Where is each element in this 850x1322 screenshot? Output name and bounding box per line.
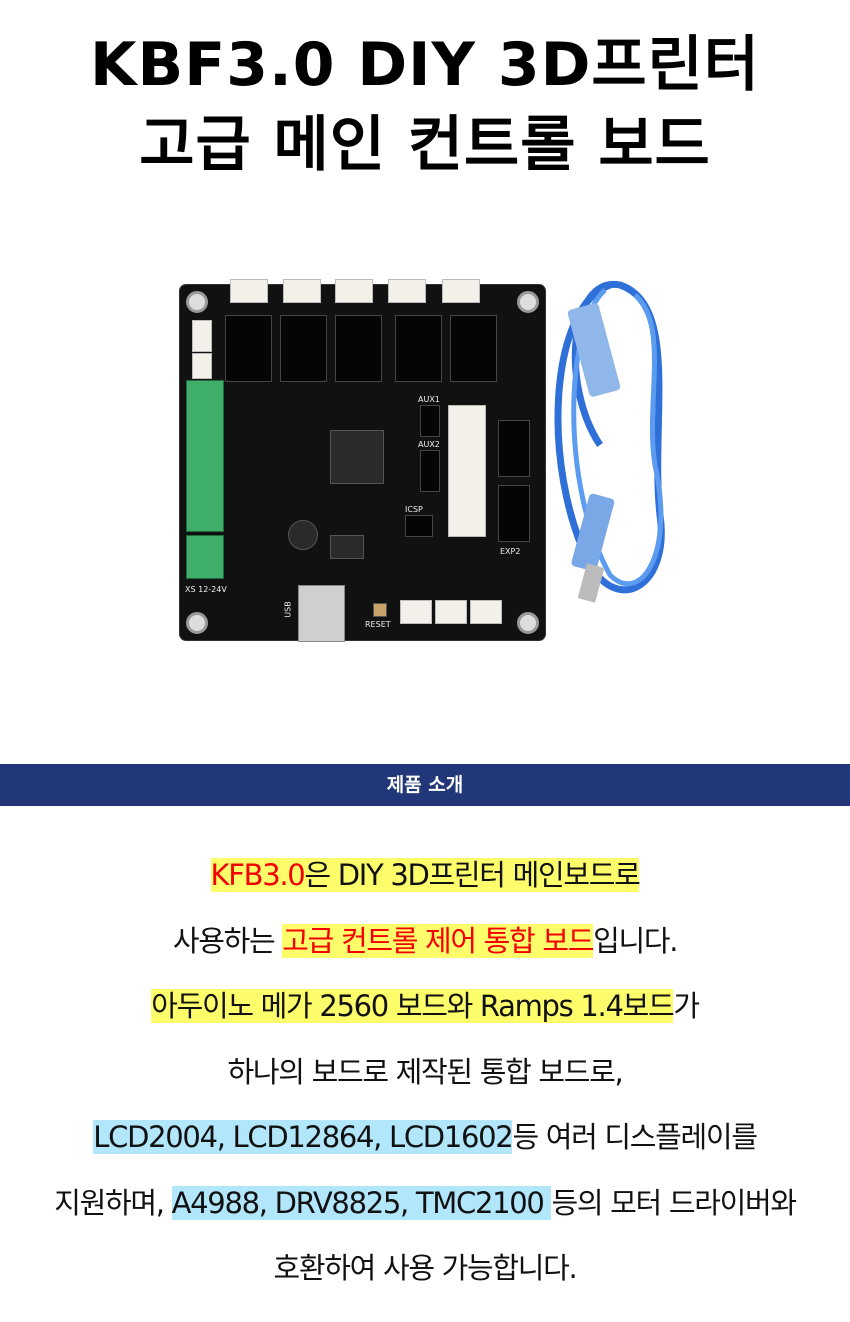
highlighted-text: 아두이노 메가 2560 보드와 Ramps 1.4보드 <box>151 989 675 1023</box>
section-banner: 제품 소개 <box>0 764 850 806</box>
description-line: 아두이노 메가 2560 보드와 Ramps 1.4보드가 <box>0 976 850 1042</box>
temp-connector <box>470 600 502 624</box>
driver-socket <box>395 315 442 382</box>
description-line: 하나의 보드로 제작된 통합 보드로, <box>0 1042 850 1108</box>
highlighted-text: 고급 컨트롤 제어 통합 보드 <box>282 923 594 958</box>
description-text: 사용하는 <box>172 923 283 958</box>
inductor <box>288 520 318 550</box>
exp1-header <box>498 420 530 477</box>
mount-hole <box>186 612 208 634</box>
mount-hole <box>517 612 539 634</box>
icsp-header <box>405 515 433 537</box>
driver-socket <box>335 315 382 382</box>
usb-port <box>298 585 345 642</box>
description-text: 지원하며, <box>54 1185 172 1220</box>
endstop-connector <box>192 353 212 379</box>
motor-connector <box>335 279 373 303</box>
reset-button <box>373 603 387 617</box>
page-title-line-2: 고급 메인 컨트롤 보드 <box>139 110 711 180</box>
power-terminal-block <box>186 380 224 532</box>
aux-connectors <box>448 405 486 537</box>
description-text: 입니다. <box>593 923 678 958</box>
ic-chip <box>330 535 364 559</box>
description-text: 하나의 보드로 제작된 통합 보드로, <box>227 1054 624 1089</box>
mcu-chip <box>330 430 384 484</box>
description-line: 사용하는 고급 컨트롤 제어 통합 보드입니다. <box>0 911 850 977</box>
usb-cable-image <box>554 280 665 603</box>
usb-label: USB <box>283 601 293 618</box>
motor-connector <box>283 279 321 303</box>
motor-connector <box>388 279 426 303</box>
driver-socket <box>280 315 327 382</box>
description-line: LCD2004, LCD12864, LCD1602등 여러 디스플레이를 <box>0 1107 850 1173</box>
highlighted-text: LCD2004, LCD12864, LCD1602 <box>93 1120 514 1154</box>
driver-socket <box>450 315 497 382</box>
product-photo: XS 12-24V EXP2 AUX1 AUX2 ICSP USB RESET <box>170 260 680 660</box>
endstop-connector <box>192 320 212 352</box>
temp-connector <box>400 600 432 624</box>
aux1-label: AUX1 <box>418 395 440 404</box>
power-label: XS 12-24V <box>185 585 227 594</box>
highlighted-text: 은 DIY 3D프린터 메인보드로 <box>304 858 641 892</box>
page-title-line-1: KBF3.0 DIY 3D프린터 <box>89 30 760 100</box>
aux2-header <box>420 450 440 492</box>
description-line: KFB3.0은 DIY 3D프린터 메인보드로 <box>0 845 850 911</box>
highlighted-text: A4988, DRV8825, TMC2100 <box>171 1185 552 1220</box>
mount-hole <box>186 291 208 313</box>
description-line: 호환하여 사용 가능합니다. <box>0 1238 850 1304</box>
power-input-terminal <box>186 535 224 579</box>
aux2-label: AUX2 <box>418 440 440 449</box>
temp-connector <box>435 600 467 624</box>
mount-hole <box>517 291 539 313</box>
highlighted-text: KFB3.0 <box>210 858 306 892</box>
driver-socket <box>225 315 272 382</box>
aux1-header <box>420 405 440 437</box>
icsp-label: ICSP <box>405 505 423 514</box>
control-board-image: XS 12-24V EXP2 AUX1 AUX2 ICSP USB RESET <box>180 279 545 642</box>
motor-connector <box>230 279 268 303</box>
motor-connector <box>442 279 480 303</box>
description-text: 등의 모터 드라이버와 <box>551 1185 797 1220</box>
reset-label: RESET <box>365 620 391 629</box>
description-text: 가 <box>673 989 700 1023</box>
description-line: 지원하며, A4988, DRV8825, TMC2100 등의 모터 드라이버… <box>0 1173 850 1239</box>
description-text: 등 여러 디스플레이를 <box>512 1120 758 1154</box>
exp2-label: EXP2 <box>500 547 521 556</box>
description-text: 호환하여 사용 가능합니다. <box>273 1251 578 1285</box>
exp2-header <box>498 485 530 542</box>
